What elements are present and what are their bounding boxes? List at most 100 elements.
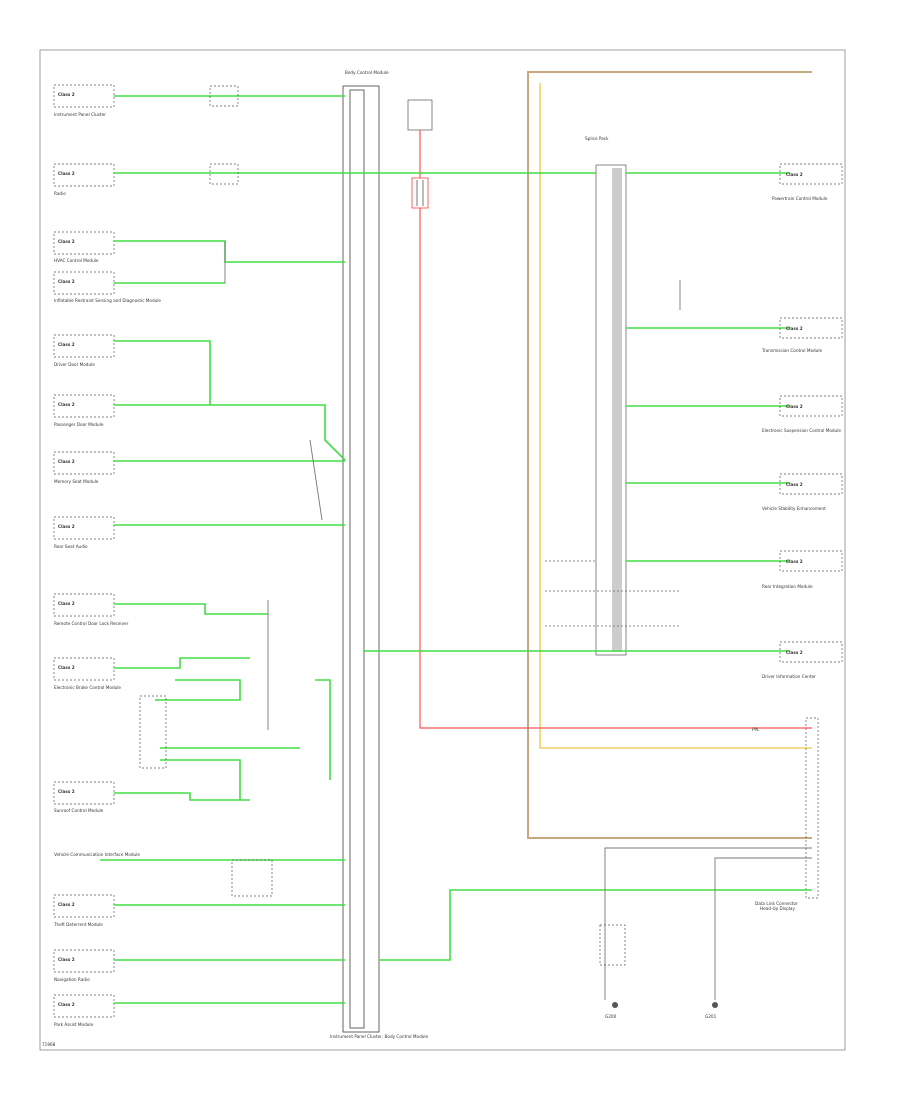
left-wire xyxy=(114,404,346,461)
left-module-name: Class 2 xyxy=(58,171,75,176)
left-module-name: Class 2 xyxy=(58,279,75,284)
right-module-box xyxy=(779,641,843,663)
dlc-label: Data Link Connector xyxy=(755,901,798,906)
left-module-caption: Remote Control Door Lock Receiver xyxy=(54,621,129,626)
right-module-sub: Class 2 xyxy=(786,650,803,655)
left-module-box xyxy=(53,593,115,617)
left-module-box xyxy=(53,781,115,805)
fuse-block xyxy=(407,99,433,131)
right-module-sub: Class 2 xyxy=(786,326,803,331)
right-module-box xyxy=(779,395,843,417)
right-module-name: Electronic Suspension Control Module xyxy=(762,428,841,433)
left-module-box xyxy=(53,516,115,540)
right-module-box xyxy=(779,163,843,185)
left-wire xyxy=(114,657,250,669)
left-module-box xyxy=(53,231,115,255)
right-module-name: Transmission Control Module xyxy=(761,348,823,353)
dlc-connector xyxy=(805,717,819,899)
ground-label: G201 xyxy=(705,1014,717,1019)
left-module-box xyxy=(53,163,115,187)
wire-black-dlc xyxy=(714,857,812,1000)
right-module-name: Rear Integration Module xyxy=(762,584,813,589)
inline-connector xyxy=(209,163,239,185)
wire-green-mid xyxy=(155,679,241,701)
left-module-caption: Theft Deterrent Module xyxy=(53,922,103,927)
right-module-box xyxy=(779,473,843,495)
wire-green-mid xyxy=(160,759,241,800)
right-module-name: Vehicle Stability Enhancement xyxy=(762,506,826,511)
left-module-name: Class 2 xyxy=(58,957,75,962)
left-module-name: Class 2 xyxy=(58,342,75,347)
right-module-sub: Class 2 xyxy=(786,172,803,177)
right-module-sub: Class 2 xyxy=(786,482,803,487)
left-wire xyxy=(114,340,211,405)
left-module-name: Class 2 xyxy=(58,789,75,794)
right-module-name: Head-Up Display xyxy=(760,906,795,911)
wire-green-mid xyxy=(315,679,331,780)
wire-black xyxy=(309,439,323,521)
right-module-sub: Class 2 xyxy=(786,404,803,409)
left-module-box xyxy=(53,994,115,1018)
right-module-name: Driver Information Center xyxy=(762,674,816,679)
connector-block xyxy=(139,695,167,769)
left-module-name: Class 2 xyxy=(58,239,75,244)
left-module-caption: Radio xyxy=(54,191,66,196)
left-module-name: Class 2 xyxy=(58,459,75,464)
left-wire xyxy=(114,792,250,801)
left-module-box xyxy=(53,394,115,418)
left-module-caption: Electronic Brake Control Module xyxy=(54,685,121,690)
left-module-box xyxy=(53,657,115,681)
left-module-name: Class 2 xyxy=(58,601,75,606)
inline-connector xyxy=(209,85,239,107)
left-module-caption: Driver Door Module xyxy=(54,362,95,367)
gateway-bus-inner xyxy=(349,89,365,1029)
left-module-name: Class 2 xyxy=(58,524,75,529)
splice-pack-bar xyxy=(612,168,622,652)
right-module-sub: Class 2 xyxy=(786,559,803,564)
left-module-box xyxy=(53,451,115,475)
gateway-top-label: Body Control Module xyxy=(345,70,389,75)
left-module-caption: Sunroof Control Module xyxy=(54,808,104,813)
wire-color-label: PPL xyxy=(752,727,760,732)
ground-symbol xyxy=(612,1002,618,1008)
left-module-group: Class 2 Instrument Panel Cluster Class 2… xyxy=(53,84,596,1027)
left-module-box xyxy=(53,84,115,108)
wire-yellow xyxy=(539,83,812,749)
left-module-caption: Instrument Panel Cluster xyxy=(54,112,106,117)
left-module-box xyxy=(53,334,115,358)
wire-tan xyxy=(527,71,812,839)
wire-red xyxy=(419,160,812,729)
left-module-caption: Vehicle Communication Interface Module xyxy=(54,852,140,857)
connector-block xyxy=(231,859,273,897)
left-module-name: Class 2 xyxy=(58,902,75,907)
left-module-caption: HVAC Control Module xyxy=(54,258,99,263)
left-module-box xyxy=(53,894,115,918)
left-module-caption: Passenger Door Module xyxy=(54,422,104,427)
right-module-name: Powertrain Control Module xyxy=(772,196,828,201)
left-module-name: Class 2 xyxy=(58,1002,75,1007)
left-module-name: Class 2 xyxy=(58,92,75,97)
ground-symbol xyxy=(712,1002,718,1008)
left-wire xyxy=(114,603,268,615)
diagram-frame xyxy=(39,49,846,1051)
wire-black-dlc xyxy=(604,847,812,1000)
splice-red xyxy=(411,177,429,209)
gateway-bottom-label: Instrument Panel Cluster, Body Control M… xyxy=(330,1034,429,1039)
splice-pack-label: Splice Pack xyxy=(585,136,609,141)
right-module-box xyxy=(779,317,843,339)
left-module-caption: Navigation Radio xyxy=(54,977,90,982)
left-wire xyxy=(114,240,345,263)
left-module-caption: Memory Seat Module xyxy=(54,479,99,484)
left-module-box xyxy=(53,271,115,295)
ground-label: G200 xyxy=(605,1014,617,1019)
ground-connector xyxy=(599,924,626,966)
left-module-name: Class 2 xyxy=(58,665,75,670)
left-module-caption: Rear Seat Audio xyxy=(54,544,88,549)
footer-code: 71968 xyxy=(42,1042,56,1047)
right-module-group: Class 2 Powertrain Control Module Class … xyxy=(364,163,843,911)
wire-green-dlc xyxy=(379,889,812,961)
left-module-caption: Park Assist Module xyxy=(54,1022,94,1027)
left-module-caption: Inflatable Restraint Sensing and Diagnos… xyxy=(54,298,161,303)
left-module-box xyxy=(53,949,115,973)
